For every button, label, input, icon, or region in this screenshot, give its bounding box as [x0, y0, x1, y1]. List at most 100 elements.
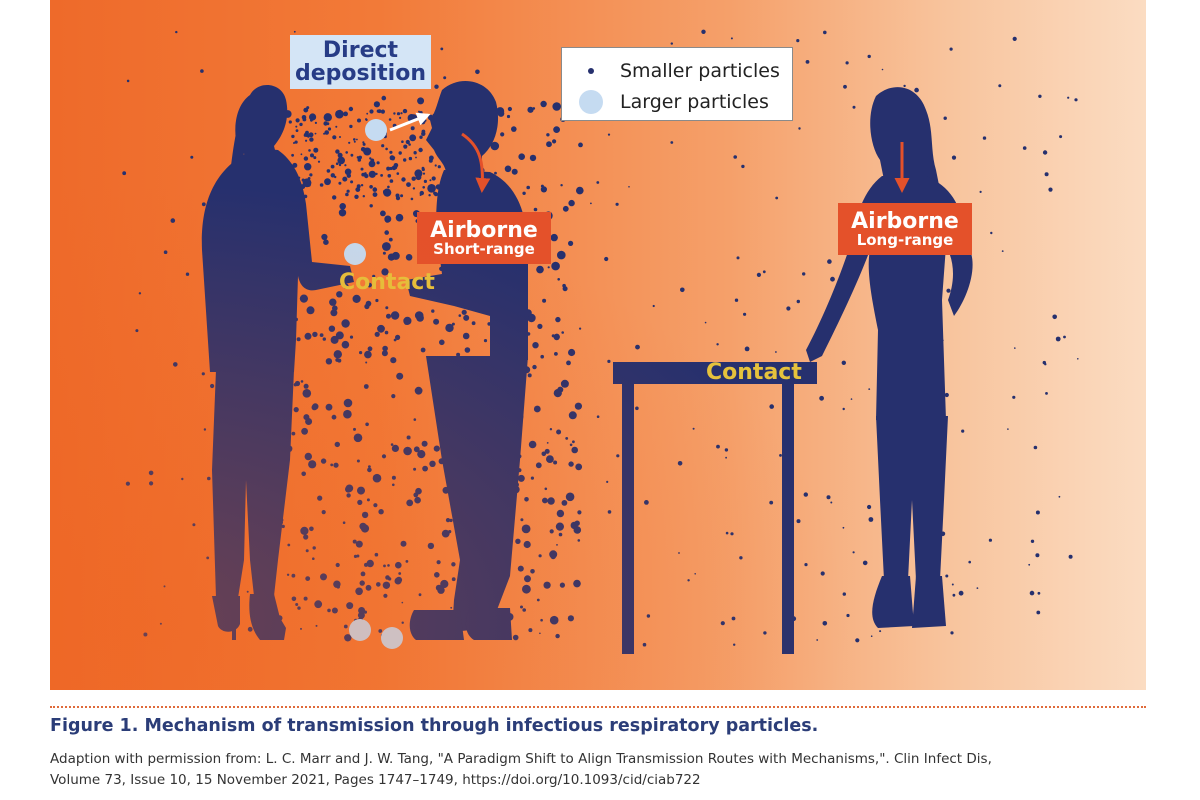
small-particle [363, 384, 369, 389]
small-particle [830, 276, 835, 282]
small-particle [303, 107, 309, 113]
small-particle [301, 471, 306, 477]
small-particle [779, 454, 782, 457]
small-particle [341, 340, 350, 349]
small-particle [312, 546, 316, 550]
small-particle [334, 441, 340, 448]
small-particle [1058, 495, 1061, 498]
small-particle [520, 518, 524, 522]
small-particle [642, 642, 647, 647]
small-particle [343, 624, 348, 629]
small-particle [458, 314, 462, 317]
small-particle [362, 142, 366, 146]
small-particle [207, 476, 211, 481]
small-particle [304, 452, 312, 461]
small-particle [335, 162, 339, 165]
small-particle [380, 210, 386, 217]
small-particle [842, 592, 846, 596]
small-particle [958, 590, 964, 596]
small-particle [678, 552, 680, 554]
small-particle [339, 136, 341, 138]
small-particle [300, 380, 304, 383]
small-particle [424, 119, 427, 122]
small-particle [951, 583, 954, 586]
small-particle [560, 379, 569, 388]
small-particle [692, 427, 695, 430]
small-particle [311, 404, 318, 411]
small-particle [451, 322, 455, 326]
small-particle [293, 407, 299, 413]
small-particle [380, 174, 383, 177]
small-particle [295, 603, 299, 606]
small-particle [549, 428, 553, 431]
small-particle [822, 621, 828, 626]
small-particle [590, 202, 592, 205]
small-particle [122, 171, 127, 176]
small-particle [483, 339, 488, 343]
small-particle [396, 372, 404, 380]
small-particle [552, 139, 557, 144]
small-particle [914, 87, 919, 93]
small-particle [319, 333, 324, 337]
small-particle [312, 331, 318, 338]
small-particle [303, 534, 309, 540]
small-particle [553, 126, 560, 133]
legend-item-large: Larger particles [562, 90, 769, 114]
small-particle [561, 500, 568, 506]
small-particle [555, 633, 560, 639]
small-particle [842, 407, 845, 411]
small-particle [412, 187, 416, 190]
small-particle [553, 460, 558, 465]
legend-item-small: Smaller particles [562, 60, 780, 82]
small-particle [560, 184, 563, 187]
small-particle [389, 166, 393, 171]
small-particle [369, 204, 373, 208]
small-particle [616, 454, 620, 458]
small-particle [1036, 610, 1041, 615]
small-particle [390, 357, 397, 364]
small-particle [418, 110, 420, 113]
small-particle [511, 126, 517, 132]
small-particle [419, 190, 424, 196]
small-particle [500, 132, 505, 137]
small-particle [358, 607, 366, 614]
small-particle [406, 499, 414, 507]
small-particle [303, 156, 309, 161]
small-particle [335, 109, 344, 119]
small-particle [524, 575, 531, 583]
small-particle [359, 580, 365, 586]
small-particle [377, 324, 385, 333]
small-particle [694, 573, 696, 575]
small-particle [408, 156, 413, 161]
small-particle [336, 585, 341, 589]
small-particle [293, 30, 296, 33]
small-particle [1042, 150, 1048, 155]
small-particle [360, 167, 364, 171]
small-particle [335, 562, 340, 568]
figure-source-line-1: Adaption with permission from: L. C. Mar… [50, 751, 992, 767]
small-particle [296, 337, 301, 342]
small-particle [515, 538, 521, 544]
small-particle [540, 618, 543, 622]
small-particle [998, 84, 1002, 88]
small-particle [317, 495, 323, 501]
figure-caption-title: Figure 1. Mechanism of transmission thro… [50, 716, 819, 736]
small-particle [413, 418, 417, 421]
small-particle [670, 42, 673, 45]
small-particle [540, 100, 547, 108]
small-particle [762, 270, 766, 274]
small-particle [846, 613, 850, 618]
small-particle [868, 388, 871, 390]
small-particle [427, 542, 435, 550]
small-particle [827, 259, 832, 264]
small-particle [803, 492, 808, 497]
transmission-illustration: Direct deposition Smaller particles Larg… [50, 0, 1146, 690]
small-particle [372, 473, 382, 483]
small-particle [323, 113, 332, 122]
small-particle [804, 563, 808, 567]
small-particle [325, 403, 333, 411]
small-particle [386, 192, 389, 195]
small-particle [370, 158, 375, 163]
small-particle [301, 178, 305, 182]
small-particle [504, 165, 512, 173]
